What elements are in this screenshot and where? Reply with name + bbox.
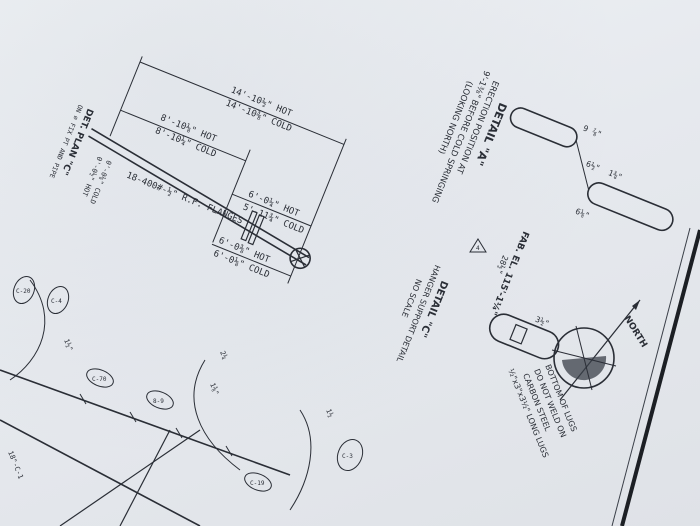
hanger-pipe-body	[488, 313, 560, 360]
bubble-5-label: C-4	[51, 298, 62, 305]
bubble-4	[12, 275, 36, 305]
iso-pipe-2	[0, 419, 201, 526]
iso-pipe-4	[119, 429, 171, 526]
isometric-piping: C-70 8-9 C-19 C-20 C-4 C-3 1⅜" 1½ 1½" 2¼…	[0, 275, 364, 526]
north-arrow-line	[559, 299, 641, 401]
bubble-5	[46, 285, 70, 315]
anchor-point-circle	[289, 247, 311, 270]
sheet-border-inner-line	[611, 227, 691, 526]
iso-note-5: 18"-C-1	[6, 450, 24, 480]
iso-leader-1	[193, 359, 241, 471]
north-arrowhead	[632, 300, 640, 310]
extension-line-mid	[212, 149, 251, 243]
flange-2	[247, 214, 265, 246]
detail-a-block: DETAIL "A" ERECTION POSITION AT 9'-1⅜" B…	[429, 69, 509, 204]
anchor-cross-2	[289, 254, 311, 263]
revision-triangle	[469, 238, 487, 253]
iso-leader-2	[9, 279, 46, 381]
pipe-run-lower	[88, 135, 307, 266]
bubble-4-label: C-20	[16, 288, 31, 295]
flange-1	[240, 210, 258, 242]
pipe-detail: 9 ⅞" 6½" 1⅜" 6⅛"	[509, 107, 674, 232]
sheet-border-line	[620, 229, 700, 526]
pipe-dim-3: 1⅜"	[607, 168, 624, 182]
pipe-dim-2: 6½"	[585, 158, 602, 173]
detail-c-block: FAB. EL. 115'-1¼" 28½"	[487, 230, 531, 317]
bubble-1-label: C-70	[92, 376, 107, 383]
detail-a-note-2: 9'-1⅜" BEFORE COLD SPRINGING	[429, 69, 491, 204]
dim-line-short	[232, 193, 312, 227]
iso-pipe-3	[59, 429, 201, 526]
detail-c-fab-el: FAB. EL. 115'-1¼"	[487, 230, 531, 317]
bubble-6-label: C-3	[342, 453, 353, 460]
revision-number: 4	[476, 245, 480, 252]
iso-note-2: 1½	[324, 408, 335, 419]
iso-note-4: 2¼	[218, 350, 229, 361]
detail-c-marker: 4	[469, 238, 487, 253]
pipe-short-section	[509, 107, 578, 148]
iso-leader-3	[289, 409, 312, 511]
tick-4	[225, 445, 233, 457]
detail-plan-c-dims: 0'-0½" HOT 0'-0⅛" COLD	[80, 155, 114, 205]
bubble-6	[336, 438, 364, 472]
bubble-3	[244, 472, 272, 492]
detail-c-title-block: DETAIL "C" HANGER SUPPORT DETAIL NO SCAL…	[394, 264, 449, 364]
pipe-section-hatch	[562, 356, 607, 381]
tick-2	[129, 411, 137, 423]
hanger-lug	[509, 323, 528, 345]
bubble-3-label: C-19	[250, 480, 265, 487]
pipe-dim-1: 9 ⅞"	[582, 124, 603, 140]
bubble-1	[86, 368, 114, 388]
bubble-2	[146, 390, 174, 410]
dim-line-long	[139, 61, 345, 145]
section-centerline-2	[575, 325, 593, 391]
pipe-dim-4: 6⅛"	[574, 207, 591, 221]
north-arrow-group: NORTH	[551, 299, 649, 401]
iso-note-3: 1½"	[62, 338, 74, 353]
bubble-2-label: 8-9	[153, 398, 164, 405]
pipe-connector-line	[575, 140, 590, 190]
tick-3	[175, 427, 183, 439]
detail-plan-c-note: DET. PLAN "C" ON ∅ FIX PT AND PIPE	[48, 104, 95, 180]
dim-line-low	[211, 243, 291, 277]
iso-note-1: 1⅜"	[208, 381, 221, 396]
pipe-run-upper	[91, 127, 310, 259]
dim-line-mid	[120, 109, 246, 162]
flanges-label: 18-400#-½" R.F. FLANGES	[125, 170, 245, 227]
pipe-long-section	[587, 182, 674, 232]
pipe-section-circle	[553, 327, 615, 389]
extension-line-left	[109, 56, 143, 137]
tick-1	[79, 393, 87, 405]
north-label: NORTH	[621, 314, 648, 349]
iso-pipe-1	[0, 369, 291, 476]
